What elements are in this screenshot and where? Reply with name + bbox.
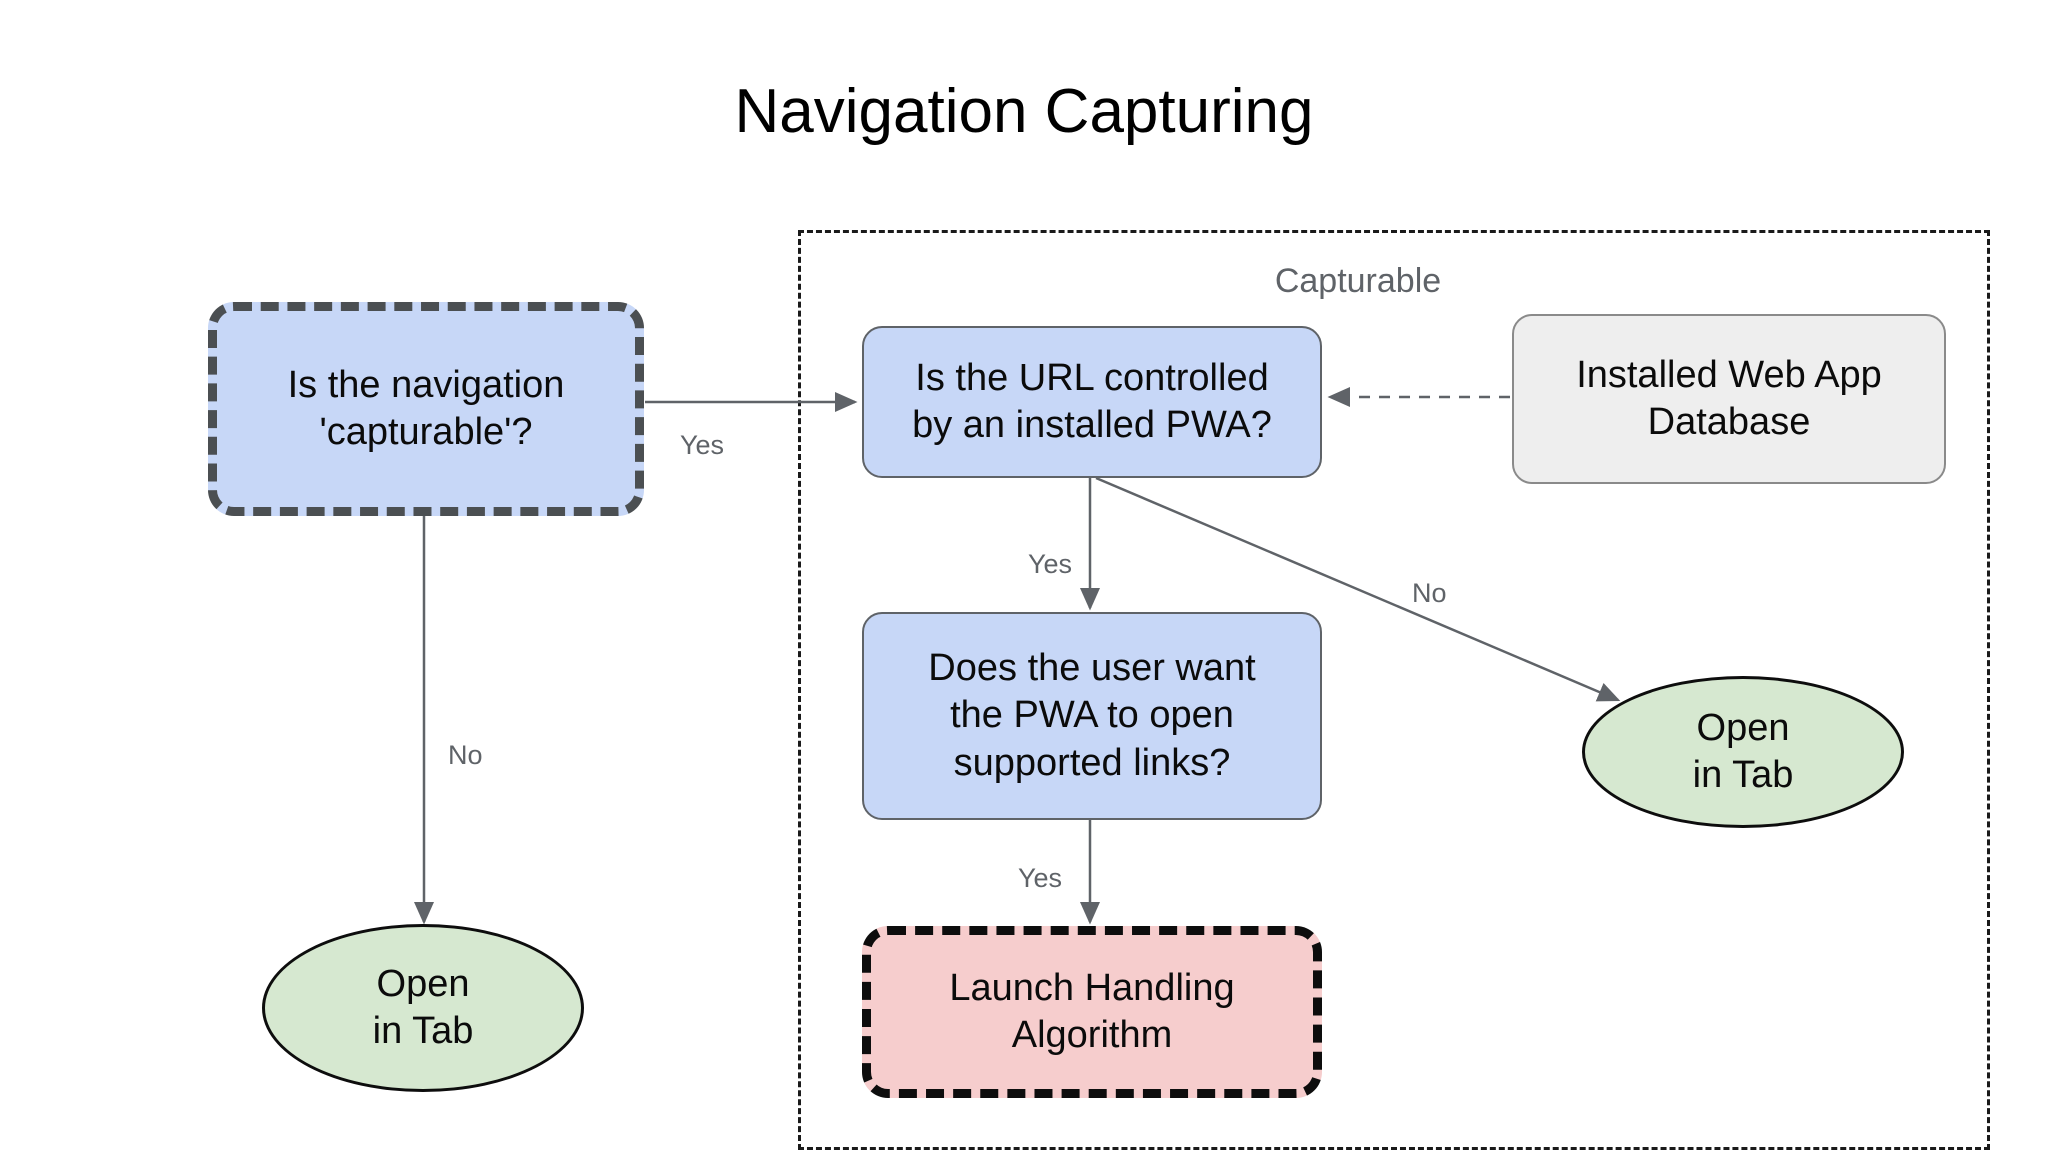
edge-label-capturable-no: No (448, 740, 483, 770)
node-open-in-tab-right[interactable]: Open in Tab (1582, 676, 1904, 828)
edge-label-user-wants-yes: Yes (1018, 863, 1063, 893)
edge-label-url-no: No (1412, 578, 1447, 608)
node-launch-handling-algorithm[interactable]: Launch Handling Algorithm (862, 926, 1322, 1098)
node-user-wants-pwa-check[interactable]: Does the user want the PWA to open suppo… (862, 612, 1322, 820)
node-url-controlled-check[interactable]: Is the URL controlled by an installed PW… (862, 326, 1322, 478)
node-open-in-tab-left[interactable]: Open in Tab (262, 924, 584, 1092)
group-capturable (798, 230, 1990, 1150)
edge-label-capturable-yes: Yes (680, 430, 725, 460)
page-title: Navigation Capturing (734, 77, 1314, 146)
edge-label-url-yes: Yes (1028, 549, 1073, 579)
group-capturable-label: Capturable (1274, 262, 1442, 300)
node-capturable-check[interactable]: Is the navigation 'capturable'? (208, 302, 644, 516)
node-installed-web-app-database[interactable]: Installed Web App Database (1512, 314, 1946, 484)
